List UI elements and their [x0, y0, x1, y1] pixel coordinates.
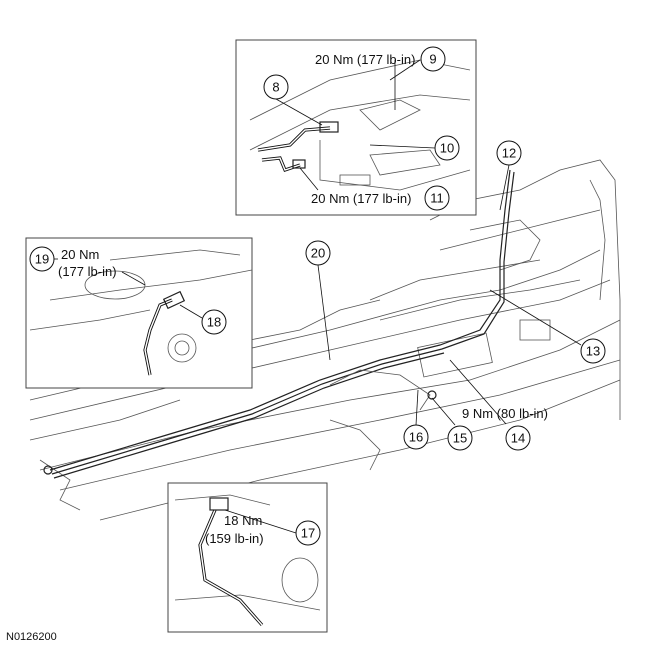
torque-spec-19-nm: 20 Nm	[61, 247, 99, 262]
callout-15: 15	[447, 425, 473, 451]
callout-number: 9	[429, 52, 436, 67]
callout-number: 12	[502, 146, 516, 161]
torque-spec-14: 9 Nm (80 lb-in)	[462, 406, 548, 421]
torque-spec-19-lbin: (177 lb-in)	[58, 264, 117, 279]
callout-number: 16	[409, 430, 423, 445]
figure-id: N0126200	[6, 631, 57, 643]
vehicle-underbody-illustration	[29, 159, 621, 521]
callout-11: 11	[424, 185, 450, 211]
torque-spec-11: 20 Nm (177 lb-in)	[311, 191, 411, 206]
callout-number: 19	[35, 252, 49, 267]
leader-lines	[317, 164, 582, 426]
callout-number: 18	[207, 315, 221, 330]
callout-number: 20	[311, 246, 325, 261]
callout-12: 12	[496, 140, 522, 166]
callout-9: 9	[420, 46, 446, 72]
torque-spec-17-lbin: (159 lb-in)	[205, 531, 264, 546]
callout-number: 8	[272, 80, 279, 95]
torque-spec-9: 20 Nm (177 lb-in)	[315, 52, 415, 67]
callout-8: 8	[263, 74, 289, 100]
callout-18: 18	[201, 309, 227, 335]
callout-number: 10	[440, 141, 454, 156]
callout-20: 20	[305, 240, 331, 266]
callout-13: 13	[580, 338, 606, 364]
callout-number: 13	[586, 344, 600, 359]
callout-17: 17	[295, 520, 321, 546]
callout-10: 10	[434, 135, 460, 161]
torque-spec-17-nm: 18 Nm	[224, 513, 262, 528]
callout-19: 19	[29, 246, 55, 272]
callout-number: 14	[511, 431, 525, 446]
callout-number: 17	[301, 526, 315, 541]
callout-14: 14	[505, 425, 531, 451]
callout-number: 11	[430, 191, 444, 206]
inset-left	[25, 237, 253, 389]
callout-number: 15	[453, 431, 467, 446]
inset-bottom	[167, 482, 328, 633]
callout-16: 16	[403, 424, 429, 450]
